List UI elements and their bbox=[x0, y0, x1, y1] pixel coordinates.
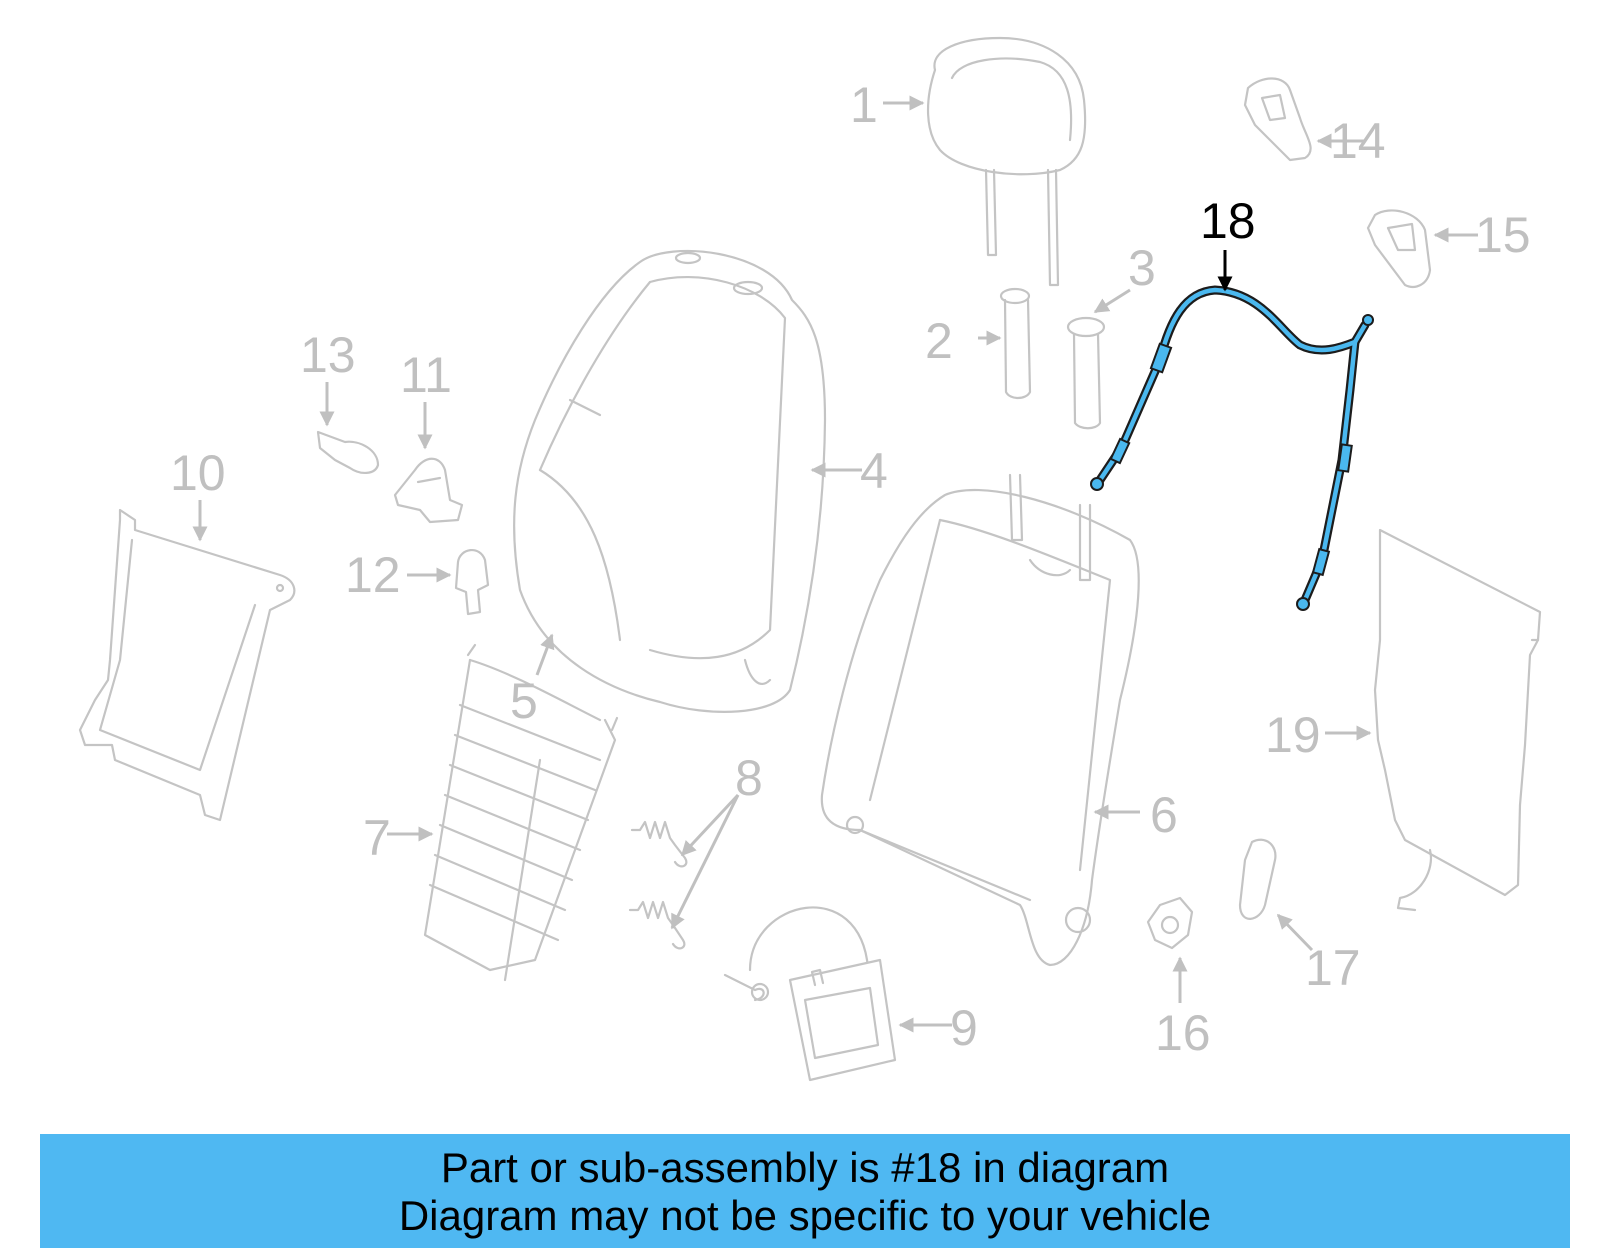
callout-17: 17 bbox=[1305, 940, 1361, 996]
part-8-springs bbox=[628, 820, 688, 950]
part-15-trim-cover bbox=[1366, 209, 1432, 288]
part-16-knob bbox=[1146, 896, 1194, 950]
part-19-back-panel bbox=[1373, 528, 1542, 912]
callout-19: 19 bbox=[1265, 707, 1321, 763]
part-3-guide-sleeve bbox=[1066, 316, 1106, 430]
part-4-seatback-cover bbox=[513, 249, 827, 713]
callout-12: 12 bbox=[345, 547, 401, 603]
callout-9: 9 bbox=[950, 1000, 978, 1056]
callout-labels: 1 2 3 4 5 6 7 8 9 10 11 12 13 14 15 16 1… bbox=[170, 77, 1531, 1061]
part-12-clip bbox=[454, 549, 490, 616]
callout-6: 6 bbox=[1150, 787, 1178, 843]
callout-2: 2 bbox=[925, 313, 953, 369]
part-13-clip bbox=[316, 430, 380, 474]
callout-4: 4 bbox=[860, 443, 888, 499]
callout-3: 3 bbox=[1128, 240, 1156, 296]
part-17-handle bbox=[1238, 838, 1277, 920]
part-14-trim-cover bbox=[1243, 77, 1312, 162]
banner-part-line: Part or sub-assembly is #18 in diagram bbox=[440, 1144, 1170, 1191]
info-banner: Part or sub-assembly is #18 in diagram D… bbox=[40, 1134, 1570, 1248]
banner-disclaimer-line: Diagram may not be specific to your vehi… bbox=[398, 1192, 1212, 1239]
part-2-guide-sleeve bbox=[999, 287, 1032, 400]
callout-14: 14 bbox=[1330, 113, 1386, 169]
part-9-module bbox=[723, 906, 897, 1082]
callout-16: 16 bbox=[1155, 1005, 1211, 1061]
leader-arrows bbox=[192, 95, 1478, 1033]
part-11-bracket bbox=[393, 457, 464, 524]
part-1-headrest bbox=[927, 36, 1087, 287]
callout-5: 5 bbox=[510, 673, 538, 729]
callout-11: 11 bbox=[400, 347, 452, 403]
part-6-seatback-frame bbox=[820, 473, 1140, 967]
callout-10: 10 bbox=[170, 445, 226, 501]
callout-15: 15 bbox=[1475, 207, 1531, 263]
callout-1: 1 bbox=[850, 77, 878, 133]
part-7-lumbar-support bbox=[423, 643, 619, 982]
callout-18: 18 bbox=[1200, 193, 1256, 249]
callout-8: 8 bbox=[735, 750, 763, 806]
part-18-cable[interactable] bbox=[1090, 285, 1374, 611]
part-10-back-panel bbox=[78, 508, 296, 822]
callout-13: 13 bbox=[300, 327, 356, 383]
callout-7: 7 bbox=[363, 810, 391, 866]
